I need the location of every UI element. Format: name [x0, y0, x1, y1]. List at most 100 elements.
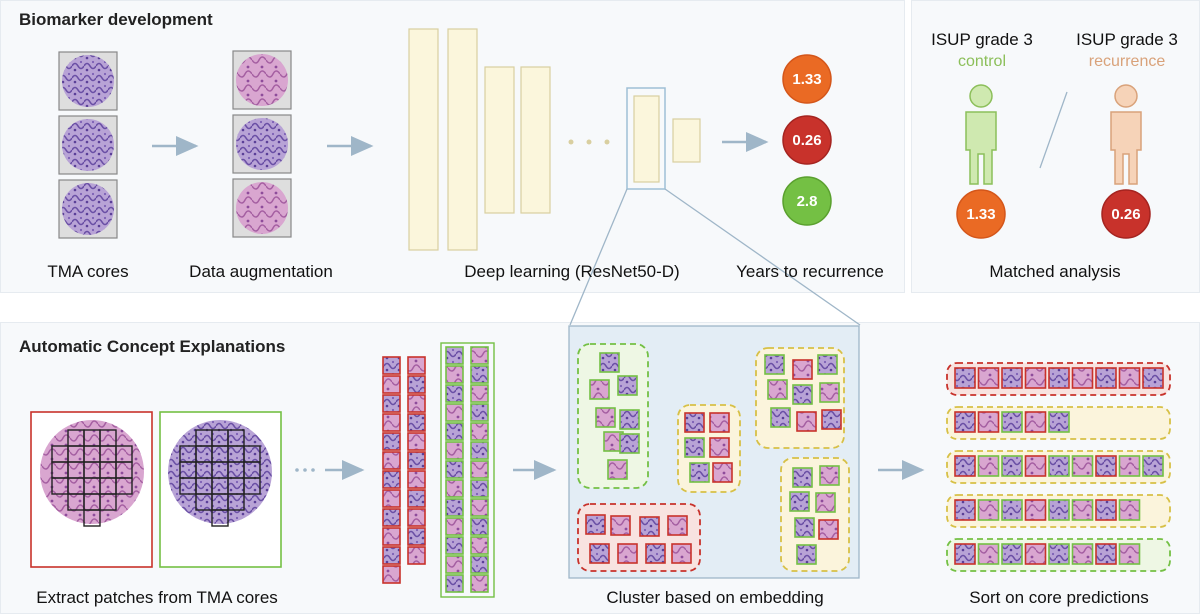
patch-tile — [1071, 367, 1094, 389]
patch-tile — [445, 517, 464, 536]
patch-tile — [470, 422, 489, 441]
augmented-cores — [232, 50, 292, 238]
patch-tile — [382, 527, 401, 546]
patch-tile — [407, 432, 426, 451]
patch-tile — [1001, 499, 1023, 521]
grid-cell — [211, 509, 229, 527]
patch-tile — [382, 394, 401, 413]
patch-tile — [1095, 543, 1117, 565]
patch-tile — [445, 365, 464, 384]
patch-tile — [445, 479, 464, 498]
patch-tile — [684, 437, 705, 458]
patch-tile — [470, 555, 489, 574]
patch-tile — [1118, 499, 1141, 521]
patch-tile — [470, 346, 489, 365]
patch-tile — [1095, 455, 1117, 477]
zoom-line-left — [569, 188, 628, 326]
patch-tile — [617, 543, 638, 564]
sorted-clusters — [946, 362, 1171, 572]
patch-tile — [407, 546, 426, 565]
patch-tile — [671, 543, 692, 564]
tma-caption: TMA cores — [47, 262, 129, 281]
patch-tile — [1024, 499, 1047, 521]
patch-tile — [445, 403, 464, 422]
patch-tile — [1001, 411, 1023, 433]
patch-tile — [445, 536, 464, 555]
recurrence-title: ISUP grade 3 — [1076, 30, 1178, 49]
patch-tile — [617, 375, 638, 396]
patch-tile — [407, 470, 426, 489]
matched-divider — [1039, 91, 1068, 169]
patch-tile — [407, 356, 426, 375]
cluster-group — [577, 503, 701, 572]
patch-tile — [1001, 367, 1023, 389]
embedding-clusters — [577, 343, 850, 572]
sort-caption: Sort on core predictions — [969, 588, 1149, 607]
cluster-group — [577, 343, 649, 489]
prediction-high-circle — [782, 54, 832, 104]
patch-tile — [954, 499, 976, 521]
patch-tile — [470, 517, 489, 536]
cluster-group — [677, 404, 741, 493]
patch-tile — [1024, 455, 1047, 477]
patch-tile — [407, 489, 426, 508]
patch-tile — [407, 451, 426, 470]
patch-tile — [589, 379, 610, 400]
patch-tile — [445, 460, 464, 479]
patch-tile — [382, 470, 401, 489]
matched-caption: Matched analysis — [989, 262, 1121, 281]
patch-tile — [954, 543, 976, 565]
grid-cell — [243, 477, 261, 495]
patch-tile — [470, 574, 489, 593]
patch-tile — [610, 515, 631, 536]
patch-tile — [818, 519, 839, 540]
grid-cell — [227, 493, 245, 511]
patch-tile — [639, 516, 660, 537]
patch-tile — [954, 411, 976, 433]
sorted-row — [946, 362, 1171, 396]
patch-tile — [712, 462, 733, 483]
patch-tile — [1071, 499, 1094, 521]
patch-tile — [977, 455, 1000, 477]
patched-cores — [30, 411, 315, 568]
patch-tile — [764, 354, 785, 375]
recurrence-label: recurrence — [1088, 53, 1166, 70]
patch-tile — [977, 367, 1000, 389]
prediction-low-circle — [782, 115, 832, 165]
patch-tile — [470, 384, 489, 403]
sorted-row — [946, 450, 1171, 484]
patch-tile — [1071, 455, 1094, 477]
deep-learning-caption: Deep learning (ResNet50-D) — [464, 262, 680, 281]
patch-tile — [792, 467, 813, 488]
cluster-group — [755, 347, 845, 449]
patch-tile — [619, 409, 640, 430]
patch-tile — [796, 544, 817, 565]
patch-tile — [589, 543, 610, 564]
patch-tile — [792, 359, 813, 380]
patch-tile — [1071, 543, 1094, 565]
patch-tile — [709, 437, 730, 458]
control-title: ISUP grade 3 — [931, 30, 1033, 49]
patch-tile — [1024, 543, 1047, 565]
patch-tile — [407, 508, 426, 527]
patch-tile — [1118, 455, 1141, 477]
patch-tile — [470, 403, 489, 422]
grid-cell — [99, 493, 117, 511]
augmentation-caption: Data augmentation — [189, 262, 333, 281]
patch-tile — [407, 527, 426, 546]
patch-tile — [1024, 367, 1047, 389]
patch-tile — [1095, 367, 1117, 389]
resnet-layers — [408, 28, 701, 251]
patch-tile — [817, 354, 838, 375]
patch-tile — [407, 375, 426, 394]
patch-tile — [470, 365, 489, 384]
patch-tile — [1095, 499, 1117, 521]
patch-tile — [445, 441, 464, 460]
patch-tile — [382, 413, 401, 432]
patch-tile — [470, 498, 489, 517]
patch-tile — [794, 517, 815, 538]
prediction-mid-circle — [782, 176, 832, 226]
sorted-row — [946, 538, 1171, 572]
biomarker-title: Biomarker development — [19, 10, 213, 29]
